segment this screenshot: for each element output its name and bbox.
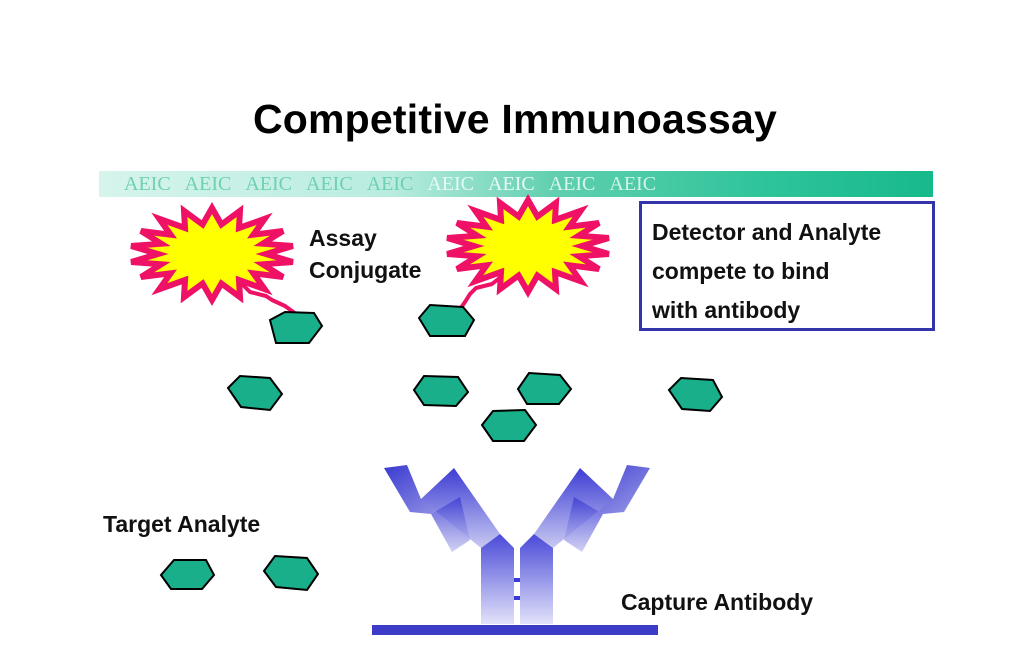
assay-conjugate-label: Assay Conjugate [309,222,421,286]
assay-conjugate-label-line: Assay [309,225,377,251]
aeic-label: AEIC [245,173,293,195]
analyte-icon [667,376,724,413]
capture-antibody-label: Capture Antibody [621,589,814,615]
conjugate-analyte-icon [268,310,324,344]
aeic-label: AEIC [306,173,353,195]
aeic-label: AEIC [488,173,535,195]
aeic-label: AEIC [427,173,475,195]
target-analyte-label: Target Analyte [103,511,261,537]
detector-burst-icon [446,193,610,299]
aeic-label: AEIC [124,173,171,195]
capture-antibody-icon [384,465,650,624]
aeic-label: AEIC [184,173,232,195]
note-line: with antibody [652,297,801,323]
aeic-banner [99,171,933,197]
analyte-icon [226,374,284,412]
target-analyte-icon [159,559,216,590]
note-line: compete to bind [652,258,830,284]
analyte-icon [480,408,538,442]
analyte-icon [516,371,573,405]
assay-conjugate-label-line: Conjugate [309,257,422,283]
analyte-icon [412,374,470,408]
note-box: Detector and Analyte compete to bind wit… [639,201,935,331]
aeic-banner-labels: AEIC AEIC AEIC AEIC AEIC AEIC AEIC AEIC … [124,172,656,196]
target-analyte-icon [262,554,320,592]
aeic-label: AEIC [548,173,596,195]
conjugate-linker [456,270,509,314]
conjugate-analyte-icon [417,303,476,337]
aeic-label: AEIC [609,173,657,195]
slide-title: Competitive Immunoassay [252,96,778,142]
aeic-label: AEIC [366,173,414,195]
capture-surface [372,625,658,635]
note-line: Detector and Analyte [652,219,882,245]
detector-burst-icon [130,201,294,307]
